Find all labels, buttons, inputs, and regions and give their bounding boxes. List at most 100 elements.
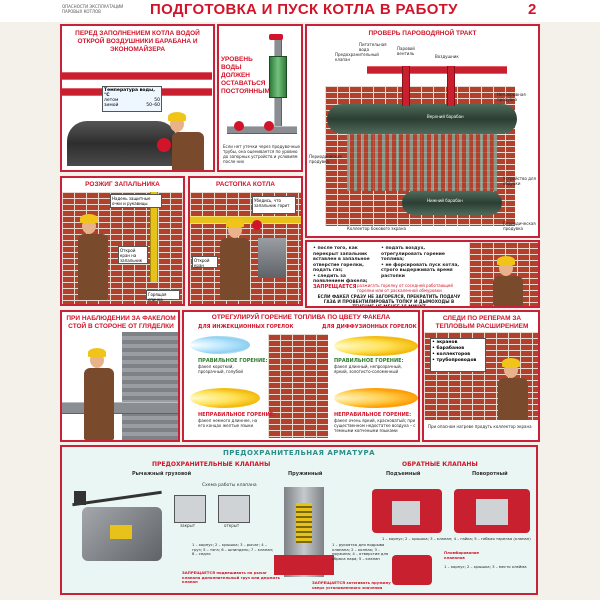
lever-weight-label: Рычажный грузовой: [132, 471, 192, 477]
sub-injection: ДЛЯ ИНЖЕКЦИОННЫХ ГОРЕЛОК: [198, 324, 294, 330]
callout-match: Горящая спичка: [146, 290, 180, 302]
panel-thermal-expansion: СЛЕДИ ПО РЕПЕРАМ ЗА ТЕПЛОВЫМ РАСШИРЕНИЕМ…: [422, 310, 540, 442]
temp-label: зимой: [104, 103, 119, 108]
sub-diffusion: ДЛЯ ДИФФУЗИОННЫХ ГОРЕЛОК: [322, 324, 417, 330]
burner-unit: [258, 238, 286, 278]
label-steam-valve: Паровой вентиль: [397, 46, 415, 56]
check-valves-title: ОБРАТНЫЕ КЛАПАНЫ: [402, 461, 478, 468]
lift-label: Подъемный: [386, 471, 421, 477]
bullets-left: • после того, как перекрыт запальник вст…: [313, 246, 377, 285]
lower-check-valve: [392, 555, 432, 585]
legend-spring: 1 – рукоятка для подрыва клапана; 2 – ко…: [332, 542, 389, 561]
list-item: • трубопроводов: [432, 358, 477, 363]
panel-title: РАСТОПКА КОТЛА: [216, 181, 275, 188]
safety-fittings-section: ПРЕДОХРАНИТЕЛЬНАЯ АРМАТУРА ПРЕДОХРАНИТЕЛ…: [60, 445, 538, 595]
boiler-casing: [122, 332, 178, 440]
panel-title: ПЕРЕД ЗАПОЛНЕНИЕМ КОТЛА ВОДОЙ ОТКРОЙ ВОЗ…: [75, 30, 200, 53]
valve-wheel: [252, 220, 262, 230]
label-safety-valve: Предохранительный клапан: [335, 52, 379, 62]
sheet-number: 2: [528, 1, 537, 18]
right-bad-text: факел очень яркий, красноватый; при суще…: [334, 418, 416, 433]
valve-wheel: [269, 34, 283, 40]
worker-body: [220, 238, 250, 300]
temperature-table: Температура воды, °С летом 50 зимой 50–6…: [102, 86, 162, 112]
drain-pipe: [227, 126, 297, 134]
gauge-glass: [269, 56, 287, 98]
label-periodic-blowdown: Периодическая продувка: [309, 154, 342, 164]
gas-pipe: [150, 192, 158, 282]
panel-water-level: УРОВЕНЬ ВОДЫ ДОЛЖЕН ОСТАВАТЬСЯ ПОСТОЯННЫ…: [217, 24, 303, 172]
steam-pipe: [447, 66, 455, 106]
lower-drum: [402, 191, 502, 215]
panel-steam-water-path: ПРОВЕРЬ ПАРОВОДЯНОЙ ТРАКТ Питательная во…: [305, 24, 540, 238]
page-title: ПОДГОТОВКА И ПУСК КОТЛА В РАБОТУ: [150, 1, 458, 18]
pipe: [62, 402, 178, 414]
callout-goggles: Надень защитные очки и рукавицы: [110, 194, 162, 208]
helmet: [502, 358, 520, 367]
label-lower-drum: Нижний барабан: [427, 198, 463, 203]
worker-body: [84, 368, 114, 440]
panel-title: СЛЕДИ ПО РЕПЕРАМ ЗА ТЕПЛОВЫМ РАСШИРЕНИЕМ: [435, 315, 529, 330]
bullet-item: • после того, как перекрыт запальник вст…: [313, 246, 370, 273]
worker-body: [493, 276, 523, 306]
steam-pipe: [367, 66, 507, 74]
bullets-right: • подать воздух, отрегулировать горение …: [381, 246, 463, 279]
list-text: экранов: [436, 340, 458, 345]
worker-body: [498, 378, 528, 420]
plomb-note: Пломбирование клапанов: [444, 550, 480, 560]
flame-diffusion-bad: [334, 388, 418, 408]
list-item: • экранов: [432, 340, 458, 345]
scheme-closed: [174, 495, 206, 523]
screen-tubes: [347, 134, 497, 191]
spring-label: Пружинный: [288, 471, 323, 477]
bullet-item: • не форсировать пуск котла, строго выде…: [381, 262, 460, 279]
temp-label: летом: [104, 98, 119, 103]
header: ОПАСНОСТИ ЭКСПЛУАТАЦИИ ПАРОВЫХ КОТЛОВ ПО…: [0, 0, 600, 22]
legend-check: 1 – корпус; 2 – крышка; 3 – клапан; 4 – …: [382, 536, 531, 541]
valve-wheel: [157, 138, 171, 152]
label-periodic-blowdown-right: Периодическая продувка: [503, 221, 536, 231]
right-ok-label: ПРАВИЛЬНОЕ ГОРЕНИЕ:: [334, 358, 404, 364]
worker-body: [78, 234, 108, 300]
steam-pipe: [402, 66, 410, 106]
gas-pipe: [190, 216, 301, 224]
panel-start-boiler: РАСТОПКА КОТЛА Убедись, что запальник го…: [188, 176, 303, 306]
legend-check-extra: 1 – корпус; 2 – крышка; 3 – место клейма: [444, 564, 527, 569]
bullet-item: • подать воздух, отрегулировать горение …: [381, 246, 445, 262]
left-ok-label: ПРАВИЛЬНОЕ ГОРЕНИЕ:: [198, 358, 268, 364]
right-bad-label: НЕПРАВИЛЬНОЕ ГОРЕНИЕ:: [334, 412, 412, 418]
lift-valve-inner: [392, 501, 420, 525]
panel-title: ПРИ НАБЛЮДЕНИИ ЗА ФАКЕЛОМ СТОЙ В СТОРОНЕ…: [66, 315, 176, 330]
left-ok-text: факел короткий, прозрачный, голубой: [198, 364, 243, 374]
helmet: [80, 214, 98, 223]
bullet-text: следить за появлением факела;: [313, 273, 368, 285]
list-text: трубопроводов: [436, 358, 477, 363]
valve-wheel: [234, 121, 244, 131]
furnace-view: [268, 334, 328, 438]
spring-valve-base: [274, 555, 334, 575]
section-title: ПРЕДОХРАНИТЕЛЬНАЯ АРМАТУРА: [222, 449, 376, 457]
panel-ignite-pilot: РОЗЖИГ ЗАПАЛЬНИКА Надень защитные очки и…: [60, 176, 185, 306]
flame-blue-ok: [190, 336, 250, 354]
safety-valves-title: ПРЕДОХРАНИТЕЛЬНЫЕ КЛАПАНЫ: [152, 461, 271, 468]
panel-note: При опасном нагреве продуть коллектор эк…: [428, 424, 532, 429]
list-item: • коллекторов: [432, 352, 471, 357]
helmet: [497, 256, 515, 265]
list-item: • барабанов: [432, 346, 465, 351]
warning-text: ЕСЛИ ФАКЕЛ СРАЗУ НЕ ЗАГОРЕЛСЯ, ПРЕКРАТИТ…: [317, 294, 461, 308]
valve-wheel: [264, 121, 274, 131]
forbidden-text: разжигать горелку от соседней работающей…: [357, 283, 453, 293]
swing-label: Поворотный: [472, 471, 508, 477]
label-continuous-blowdown: Непрерывная продувка: [497, 92, 526, 102]
bullet-text: после того, как перекрыт запальник встав…: [313, 246, 370, 273]
panel-title: РОЗЖИГ ЗАПАЛЬНИКА: [85, 181, 160, 188]
legend-lever: 1 – корпус; 2 – крышка; 3 – рычаг; 4 – г…: [192, 542, 274, 556]
bullet-text: не форсировать пуск котла, строго выдерж…: [381, 262, 460, 279]
helmet: [226, 218, 244, 227]
temp-row-winter: зимой 50–60: [104, 103, 160, 108]
list-text: барабанов: [436, 346, 465, 351]
flame-yellow-bad: [190, 388, 260, 408]
scheme-open-label: открыт: [224, 523, 240, 528]
label-air-vent: Воздушник: [435, 54, 459, 59]
